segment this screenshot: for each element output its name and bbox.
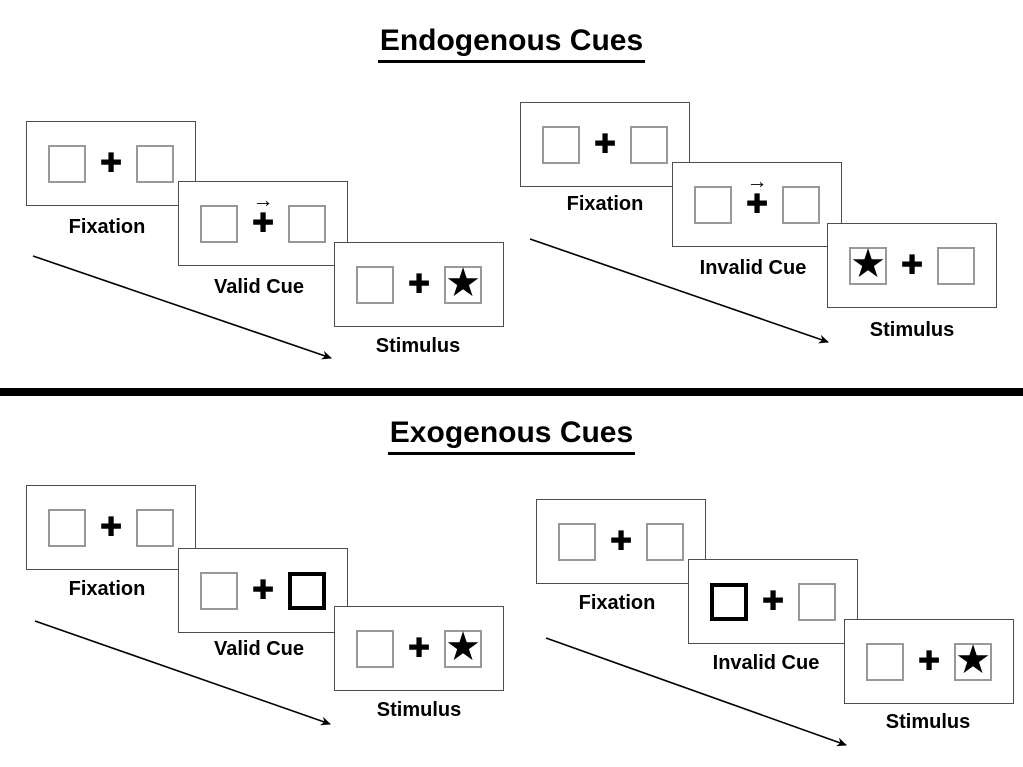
star-stimulus-icon: ★	[850, 242, 886, 286]
right-placeholder-box	[630, 125, 668, 164]
fixation-cross-icon: ✚	[761, 586, 785, 616]
panel-label-invalid-cue: Invalid Cue	[699, 257, 807, 279]
panel-label-stimulus: Stimulus	[376, 699, 462, 721]
right-placeholder-box	[782, 185, 820, 224]
fixation-cross-icon: ✚	[251, 575, 275, 605]
star-stimulus-icon: ★	[445, 625, 481, 669]
panel-label-fixation: Fixation	[566, 193, 644, 215]
right-placeholder-box	[288, 204, 326, 243]
right-placeholder-box	[646, 522, 684, 561]
fixation-cross-icon: ✚	[99, 148, 123, 178]
panel-label-stimulus: Stimulus	[885, 711, 971, 733]
right-target-box: ★	[954, 638, 992, 682]
right-highlighted-cue-box	[288, 571, 326, 610]
left-placeholder-box	[542, 125, 580, 164]
exogenous-valid-cue-panel: ✚	[178, 548, 348, 633]
fixation-cross-icon: ✚	[407, 633, 431, 663]
star-stimulus-icon: ★	[955, 638, 991, 682]
fixation-cross-icon: ✚	[900, 250, 924, 280]
section-title-exogenous: Exogenous Cues	[0, 416, 1023, 455]
left-placeholder-box	[356, 265, 394, 304]
left-target-box: ★	[849, 242, 887, 286]
timeline-arrow-exogenous-invalid	[545, 637, 847, 747]
right-target-box: ★	[444, 261, 482, 305]
exogenous-invalid-cue-panel: ✚	[688, 559, 858, 644]
fixation-cross-icon: ✚	[407, 269, 431, 299]
right-placeholder-box	[136, 508, 174, 547]
right-placeholder-box	[937, 246, 975, 285]
right-placeholder-box	[136, 144, 174, 183]
left-placeholder-box	[200, 204, 238, 243]
right-pointing-cue-arrow-icon: →	[252, 189, 274, 212]
exogenous-invalid-stimulus-panel: ✚ ★	[844, 619, 1014, 704]
section-divider-line	[0, 388, 1023, 396]
star-stimulus-icon: ★	[445, 261, 481, 305]
exogenous-invalid-fixation-panel: ✚	[536, 499, 706, 584]
panel-label-invalid-cue: Invalid Cue	[712, 652, 820, 674]
panel-label-valid-cue: Valid Cue	[213, 276, 305, 298]
fixation-cross-icon: ✚	[593, 129, 617, 159]
fixation-cross-icon: ✚	[251, 208, 275, 238]
left-highlighted-cue-box	[710, 582, 748, 621]
section-title-exogenous-text: Exogenous Cues	[387, 416, 636, 455]
left-placeholder-box	[48, 144, 86, 183]
endogenous-invalid-cue-panel: → ✚	[672, 162, 842, 247]
panel-label-fixation: Fixation	[68, 578, 146, 600]
right-pointing-cue-arrow-icon: →	[746, 170, 768, 193]
endogenous-valid-cue-panel: → ✚	[178, 181, 348, 266]
left-placeholder-box	[48, 508, 86, 547]
fixation-cross-icon: ✚	[99, 512, 123, 542]
left-placeholder-box	[558, 522, 596, 561]
right-target-box: ★	[444, 625, 482, 669]
left-placeholder-box	[694, 185, 732, 224]
panel-label-fixation: Fixation	[68, 216, 146, 238]
timeline-arrow-endogenous-invalid	[529, 238, 829, 344]
left-placeholder-box	[356, 629, 394, 668]
fixation-cross-icon: ✚	[745, 189, 769, 219]
left-placeholder-box	[866, 642, 904, 681]
panel-label-stimulus: Stimulus	[869, 319, 955, 341]
left-placeholder-box	[200, 571, 238, 610]
timeline-arrow-endogenous-valid	[32, 255, 332, 360]
exogenous-valid-stimulus-panel: ✚ ★	[334, 606, 504, 691]
panel-label-stimulus: Stimulus	[375, 335, 461, 357]
endogenous-valid-fixation-panel: ✚	[26, 121, 196, 206]
endogenous-invalid-stimulus-panel: ★ ✚	[827, 223, 997, 308]
endogenous-invalid-fixation-panel: ✚	[520, 102, 690, 187]
section-title-endogenous-text: Endogenous Cues	[377, 24, 646, 63]
timeline-arrow-exogenous-valid	[34, 620, 331, 726]
fixation-cross-icon: ✚	[917, 646, 941, 676]
fixation-cross-icon: ✚	[609, 526, 633, 556]
exogenous-valid-fixation-panel: ✚	[26, 485, 196, 570]
right-placeholder-box	[798, 582, 836, 621]
panel-label-valid-cue: Valid Cue	[213, 638, 305, 660]
section-title-endogenous: Endogenous Cues	[0, 24, 1023, 63]
panel-label-fixation: Fixation	[578, 592, 656, 614]
endogenous-valid-stimulus-panel: ✚ ★	[334, 242, 504, 327]
